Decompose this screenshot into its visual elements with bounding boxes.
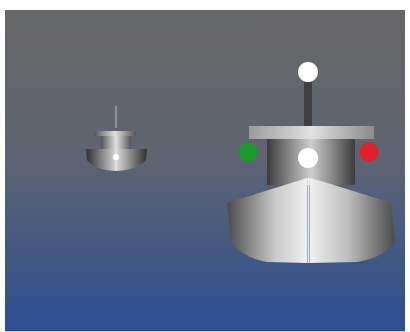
near-vessel-masthead-light [298, 62, 318, 82]
distant-vessel-cabin [101, 136, 131, 150]
near-vessel-stern-light [298, 148, 318, 168]
near-vessel-mast [304, 82, 312, 128]
near-vessel-starboard-light [360, 143, 379, 162]
night-sea-scene [5, 10, 405, 332]
distant-vessel-masthead-light [113, 154, 119, 160]
distant-vessel-deck [94, 131, 136, 136]
scene-svg [5, 10, 405, 331]
near-vessel-upper-deck [249, 126, 374, 139]
near-vessel-port-light [239, 143, 258, 162]
